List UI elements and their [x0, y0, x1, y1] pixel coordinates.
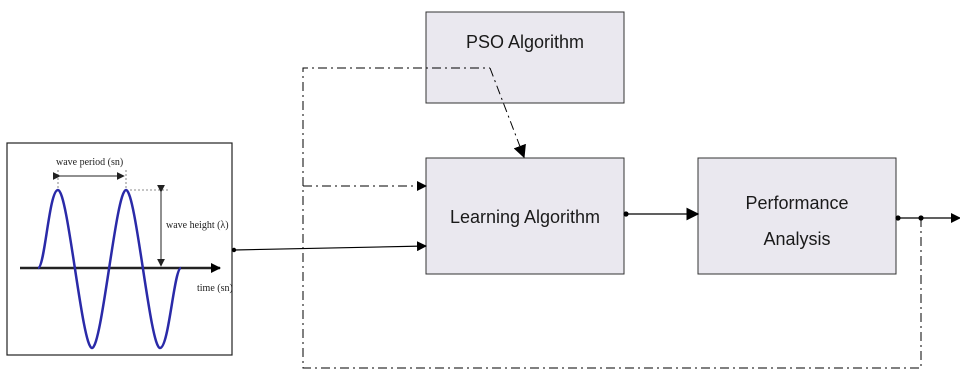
learning-block-box — [425, 157, 625, 275]
performance-block-label-line2: Analysis — [763, 229, 830, 249]
wave-panel: wave period (sn) wave height (λ) time (s… — [6, 142, 233, 356]
wave-panel-frame — [6, 142, 233, 356]
time-label: time (sn) — [197, 283, 233, 294]
pso-block-box — [425, 11, 625, 104]
wave-height-label: wave height (λ) — [166, 220, 229, 231]
pso-block-label: PSO Algorithm — [466, 32, 584, 52]
pso-to-learning-arrow — [489, 67, 526, 159]
wave-to-learning-arrow — [233, 241, 427, 252]
performance-block-box — [697, 157, 897, 275]
learning-block[interactable]: Learning Algorithm — [425, 157, 625, 275]
performance-block[interactable]: Performance Analysis — [697, 157, 897, 275]
feedback-loop-line — [302, 67, 922, 369]
learning-block-label: Learning Algorithm — [450, 207, 600, 227]
performance-block-label-line1: Performance — [745, 193, 848, 213]
wave-period-label: wave period (sn) — [56, 157, 123, 168]
wave-curve — [36, 188, 183, 350]
pso-block[interactable]: PSO Algorithm — [425, 11, 625, 104]
